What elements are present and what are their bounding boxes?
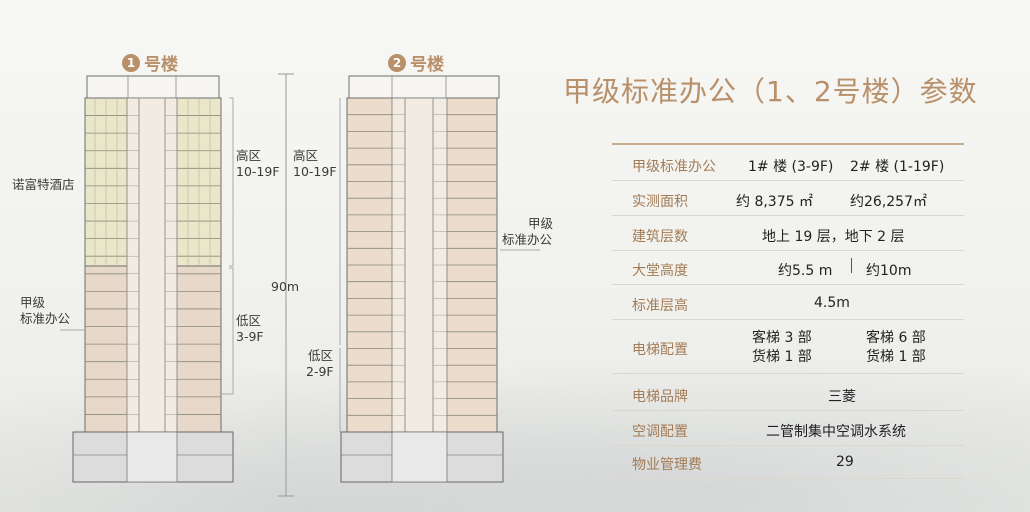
param-label: 标准层高 (632, 298, 688, 314)
param-value: 2# 楼 (1-19F) (850, 159, 945, 175)
height-dimension (278, 73, 294, 497)
t2-high-zone-label: 高区 (293, 148, 319, 163)
zone-brackets (60, 97, 540, 432)
tower-2-elevation (340, 75, 504, 483)
t1-high-zone-label: 高区 (236, 148, 262, 163)
row-divider (612, 410, 964, 411)
t2-low-floors-label: 2-9F (306, 364, 334, 379)
t1-low-floors-label: 3-9F (236, 329, 264, 344)
building-elevation-diagram (60, 73, 540, 497)
param-label: 建筑层数 (632, 229, 688, 245)
row-divider (612, 284, 964, 285)
t2-low-zone-label: 低区 (308, 348, 334, 363)
param-value: 4.5m (814, 295, 850, 311)
param-label: 电梯配置 (632, 342, 688, 358)
param-value: 约 8,375 ㎡ (736, 194, 813, 210)
param-value: 二管制集中空调水系统 (766, 424, 906, 440)
param-value: 约5.5 m (778, 263, 833, 279)
tower-1-title-text: 号楼 (144, 55, 178, 75)
param-label: 实测面积 (632, 194, 688, 210)
tower-2-title: 2 号楼 (388, 50, 444, 75)
param-value: 地上 19 层，地下 2 层 (762, 229, 905, 245)
row-divider (612, 373, 964, 374)
tower-1-number-badge: 1 (122, 53, 140, 72)
t1-high-floors-label: 10-19F (236, 164, 280, 179)
row-divider (612, 445, 964, 446)
hotel-label: 诺富特酒店 (12, 177, 75, 192)
param-value: 货梯 1 部 (866, 349, 926, 365)
param-label: 物业管理费 (632, 457, 702, 473)
t1-low-zone-label: 低区 (236, 313, 262, 328)
tower-2-number-badge: 2 (388, 53, 406, 72)
t1-office-label-2: 标准办公 (20, 311, 71, 326)
param-value: 29 (836, 454, 854, 470)
tower-2-title-text: 号楼 (410, 55, 444, 75)
tower-1-title: 1 号楼 (122, 50, 178, 75)
param-label: 大堂高度 (632, 263, 688, 279)
param-label: 电梯品牌 (632, 389, 688, 405)
row-divider (612, 478, 964, 479)
page-title: 甲级标准办公（1、2号楼）参数 (563, 75, 978, 108)
row-divider (612, 250, 964, 251)
t2-office-label-2: 标准办公 (502, 232, 553, 247)
t2-office-label-1: 甲级 (528, 216, 554, 231)
param-value: 客梯 3 部 (752, 330, 812, 346)
tower-1-elevation (72, 75, 234, 483)
param-value: 客梯 6 部 (866, 330, 926, 346)
param-value: 货梯 1 部 (752, 349, 812, 365)
t1-office-label-1: 甲级 (20, 295, 46, 310)
table-top-rule (612, 143, 964, 145)
param-value: 约10m (866, 263, 912, 279)
t2-high-floors-label: 10-19F (293, 164, 337, 179)
row-divider (612, 215, 964, 216)
param-value: 三菱 (828, 389, 856, 405)
row-divider (612, 180, 964, 181)
value-divider (851, 258, 852, 273)
param-value: 约26,257㎡ (850, 194, 927, 210)
param-label: 空调配置 (632, 424, 688, 440)
param-label: 甲级标准办公 (632, 159, 716, 175)
height-label: 90m (271, 279, 300, 294)
row-divider (612, 319, 964, 320)
param-value: 1# 楼 (3-9F) (748, 159, 834, 175)
